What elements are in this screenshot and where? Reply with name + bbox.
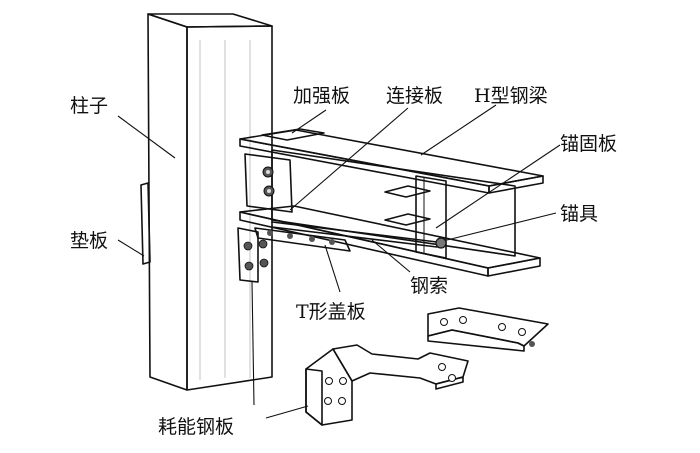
label-stiffener: 加强板 (293, 85, 350, 107)
t-cover-plate-installed (254, 227, 351, 252)
label-t-cover-plate: T形盖板 (296, 301, 366, 323)
leader-anchorage (446, 212, 557, 241)
column-shading (199, 40, 251, 380)
label-energy-plate: 耗能钢板 (158, 416, 234, 438)
beam-top-flange-end (488, 175, 544, 194)
label-h-beam: H型钢梁 (474, 85, 548, 107)
h-beam (239, 128, 544, 277)
steel-cable (271, 221, 447, 249)
column (147, 13, 273, 391)
web-stiffener-lower (384, 213, 431, 226)
leader-cable (371, 239, 411, 273)
column-side-face (186, 25, 273, 391)
label-pad-plate: 垫板 (70, 230, 108, 252)
web-stiffener-upper (384, 185, 431, 198)
leader-column (117, 115, 176, 159)
pad-plate (140, 182, 151, 265)
label-anchor-plate: 锚固板 (560, 133, 617, 155)
energy-plate-exploded (305, 344, 469, 426)
leader-pad-plate (117, 239, 145, 257)
leader-anchor-plate (435, 144, 561, 229)
anchorage (435, 237, 447, 249)
anchor-plate (415, 175, 447, 259)
label-column: 柱子 (70, 95, 108, 117)
label-connecting-plate: 连接板 (386, 85, 443, 107)
leader-energy-plate (251, 281, 255, 406)
beam-web (271, 149, 516, 257)
leader-t-cover-plate (324, 244, 341, 293)
beam-top-flange-top (239, 129, 544, 187)
leader-lines (117, 104, 561, 419)
column-front-face (147, 13, 188, 391)
beam-top-flange-front (239, 138, 490, 194)
leader-h-beam (420, 104, 497, 156)
leader-stiffener (291, 109, 327, 134)
energy-plate-installed (237, 227, 269, 283)
stiffener-plate (261, 128, 325, 141)
beam-bottom-flange-end (487, 257, 541, 277)
labels: 柱子 垫板 加强板 连接板 H型钢梁 锚固板 锚具 钢索 T形盖板 耗能钢板 (70, 85, 617, 438)
t-cover-plate-exploded (427, 307, 549, 352)
label-anchorage: 锚具 (560, 203, 598, 225)
leader-connecting-plate (289, 107, 409, 211)
connecting-plate (244, 153, 293, 213)
label-cable: 钢索 (410, 275, 448, 297)
